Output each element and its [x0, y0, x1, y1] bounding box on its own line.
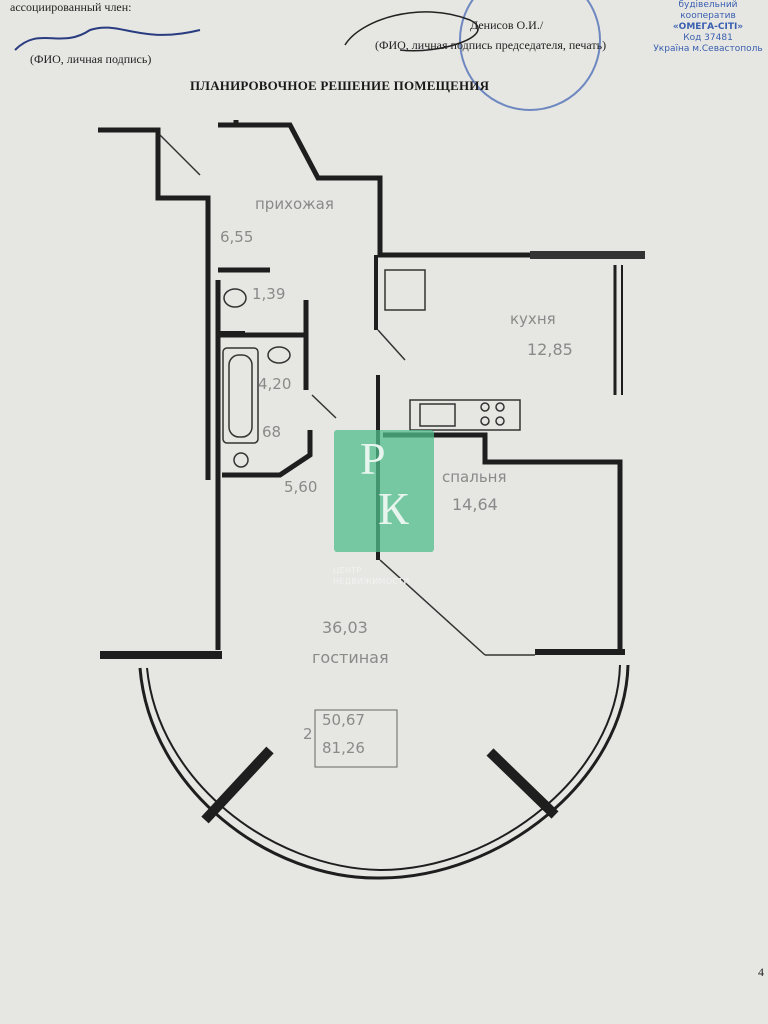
- room-name-living: гостиная: [312, 648, 389, 667]
- chairman-name: Денисов О.И./: [470, 18, 544, 32]
- room-area-bath2: 68: [262, 423, 282, 441]
- stamp-text: будівельний кооператив «ОМЕГА-СІТІ» Код …: [650, 0, 766, 55]
- member-caption: (ФИО, личная подпись): [30, 52, 152, 66]
- stamp-line: Україна м.Севастополь: [653, 44, 763, 54]
- room-area-living: 36,03: [322, 618, 368, 637]
- room-area-corridor: 5,60: [284, 478, 318, 496]
- room-area-kitchen: 12,85: [527, 340, 573, 359]
- watermark-logo: Р К: [334, 430, 434, 552]
- wall: [220, 122, 530, 258]
- room-name-kitchen: кухня: [510, 310, 556, 328]
- stamp: [459, 0, 601, 111]
- room-area-bath: 4,20: [258, 375, 292, 393]
- chairman-caption: (ФИО, личная подпись председателя, печат…: [375, 38, 607, 52]
- watermark-text: ЦЕНТР: [333, 566, 362, 575]
- member-signature: [14, 26, 201, 51]
- page-number: 4: [758, 965, 764, 979]
- stamp-line: «ОМЕГА-СІТІ»: [672, 22, 744, 32]
- room-count: 2: [303, 725, 313, 743]
- watermark-text: НЕДВИЖИМОСТИ: [333, 577, 410, 586]
- stamp-line: будівельний: [678, 0, 738, 10]
- living-area-total: 50,67: [322, 711, 365, 729]
- room-area-hall: 6,55: [220, 228, 254, 246]
- room-name-hall: прихожая: [255, 195, 334, 213]
- room-name-bedroom: спальня: [442, 468, 507, 486]
- room-area-bedroom: 14,64: [452, 495, 498, 514]
- chairman-signature: [344, 11, 479, 52]
- room-area-wc: 1,39: [252, 285, 286, 303]
- logo-letter: К: [378, 483, 409, 534]
- page-title: ПЛАНИРОВОЧНОЕ РЕШЕНИЕ ПОМЕЩЕНИЯ: [190, 78, 490, 93]
- stamp-line: Код 37481: [683, 33, 733, 43]
- logo-letter: Р: [360, 433, 386, 484]
- member-label: ассоциированный член:: [10, 0, 132, 14]
- stamp-line: кооператив: [680, 11, 736, 21]
- wall: [98, 127, 211, 275]
- total-area: 81,26: [322, 739, 365, 757]
- curved-wall: [138, 664, 630, 880]
